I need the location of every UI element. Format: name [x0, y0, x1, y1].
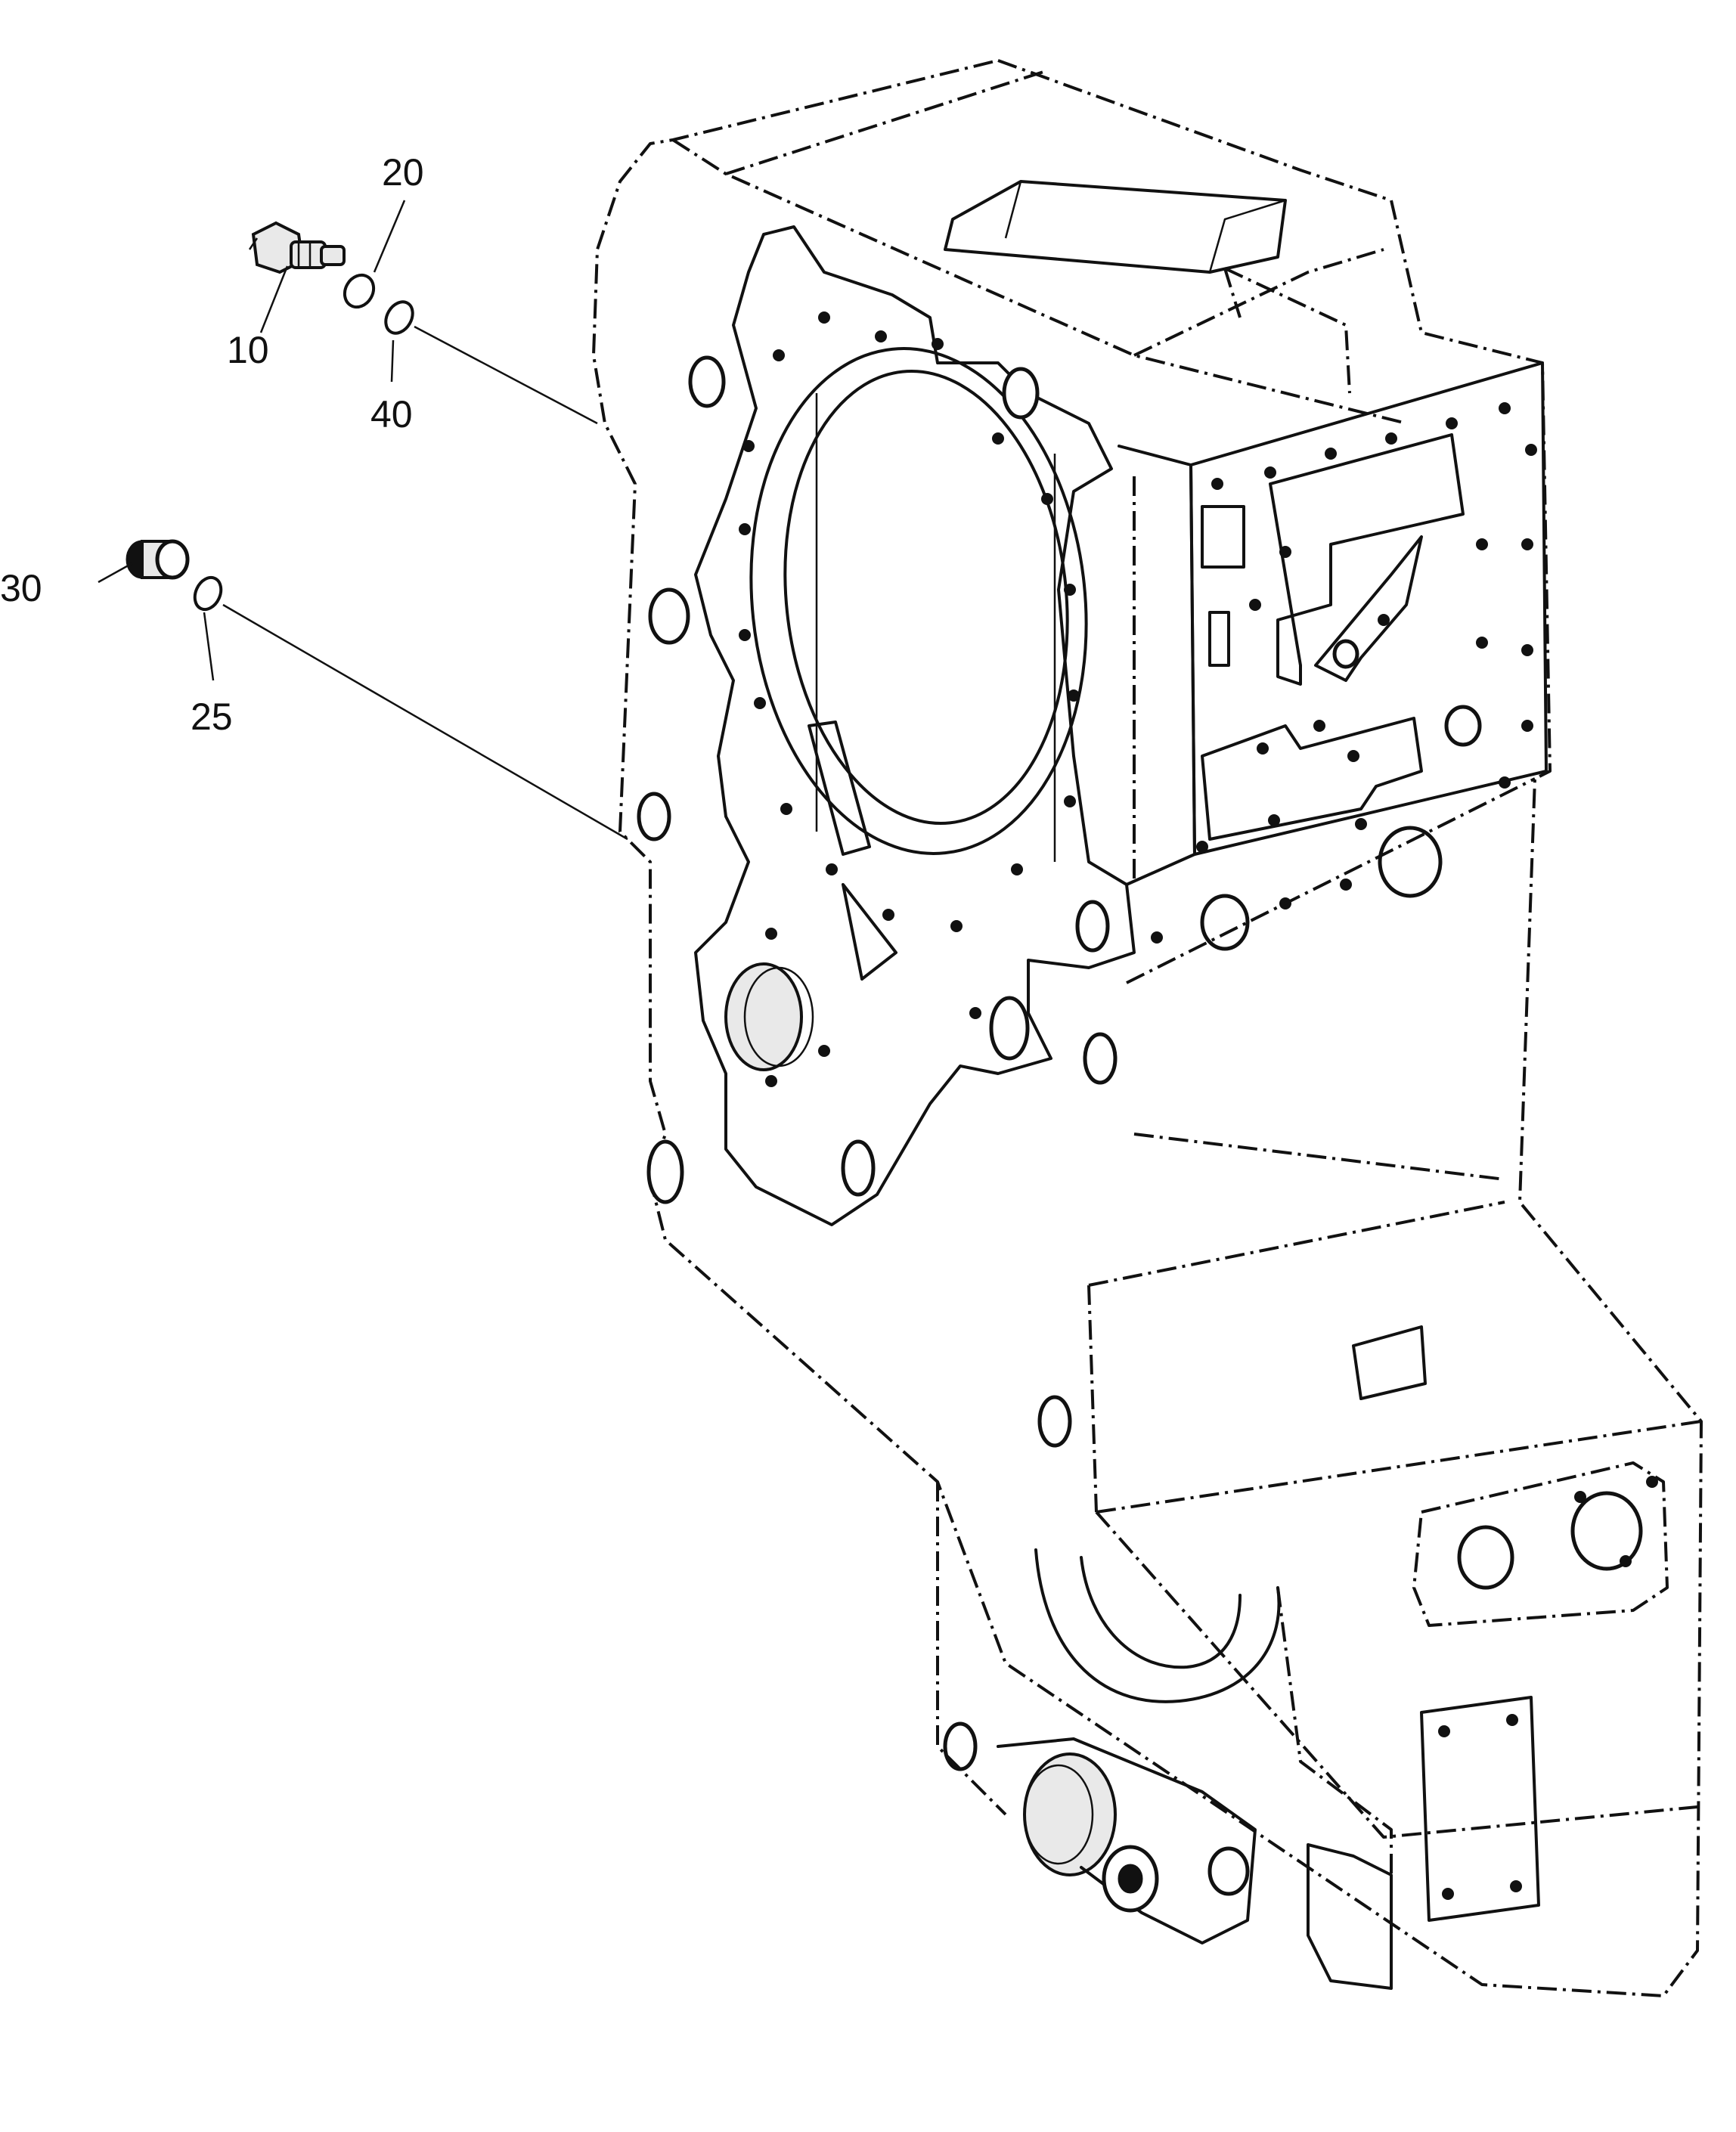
valve-channel-lever [1314, 535, 1423, 682]
shaft-spline-right [1570, 1491, 1643, 1571]
side-plate-edge [1118, 445, 1196, 886]
front-face-plate [694, 225, 1136, 1226]
housing-top-ridge [725, 70, 1384, 357]
boss-lower-front [841, 1139, 876, 1197]
side-plate-bolts [1151, 402, 1537, 944]
lower-fitting-body [997, 1737, 1257, 1945]
callout-labels: 10 20 40 30 25 [0, 151, 424, 738]
boss-top-left [688, 355, 726, 408]
side-port-large [1378, 826, 1443, 898]
lower-fitting-port-2 [1207, 1846, 1250, 1896]
valve-channel-lower [1201, 717, 1423, 841]
leader-40 [390, 339, 395, 383]
callout-30: 30 [0, 567, 42, 609]
side-port-lower [1200, 894, 1250, 951]
inspection-cover [1420, 1696, 1540, 1922]
boss-right-2 [1083, 1032, 1118, 1085]
o-ring-part-25 [193, 575, 223, 612]
lower-plug-cap [1023, 1752, 1117, 1876]
boss-top-right [1002, 367, 1040, 420]
assembly-line-25 [222, 603, 628, 841]
boss-right-1 [1075, 900, 1110, 953]
boss-bottom-1 [943, 1721, 978, 1771]
housing-top-face [671, 138, 1407, 425]
side-port-lever [1332, 639, 1359, 669]
housing-mid-step [1087, 777, 1536, 1513]
callout-20: 20 [382, 151, 424, 194]
transmission-housing [592, 59, 1703, 1997]
boss-mid-left [648, 587, 690, 645]
boss-bottom-left [646, 1139, 684, 1204]
boss-lower-left [637, 792, 671, 841]
callout-25: 25 [191, 696, 233, 738]
housing-top-block [1223, 267, 1351, 394]
callout-10: 10 [227, 329, 269, 371]
shaft-flange-plate [1412, 1461, 1669, 1627]
valve-pocket [1201, 505, 1245, 569]
plug-part-30 [126, 539, 190, 580]
callout-40: 40 [370, 393, 413, 435]
side-port-right [1444, 705, 1482, 747]
side-valve-plate [1189, 361, 1548, 856]
triangle-cutout [842, 883, 897, 981]
valve-slot [1208, 611, 1230, 667]
front-plate-bolts [739, 311, 1080, 1087]
exploded-parts [98, 200, 628, 841]
assembly-line-40 [414, 325, 598, 425]
shaft-spline-left [1457, 1525, 1514, 1590]
pressure-switch-part-10 [248, 221, 346, 274]
main-bore-inner [783, 370, 1069, 825]
lower-bracket [1307, 1843, 1393, 1990]
bore-slot [808, 720, 871, 856]
lower-arch [1034, 1548, 1281, 1703]
leader-10 [259, 265, 289, 333]
valve-channel-upper [1269, 433, 1465, 686]
main-bore-outer [749, 347, 1088, 855]
leader-30 [98, 562, 133, 584]
boss-bottom-front [989, 996, 1030, 1061]
top-opening [944, 180, 1287, 274]
o-ring-part-20 [343, 273, 376, 309]
lower-right-face [1095, 1420, 1702, 1839]
o-ring-part-40 [384, 300, 414, 335]
housing-outline [592, 59, 1703, 1997]
leader-20 [373, 200, 406, 273]
leader-25 [203, 612, 215, 681]
boss-right-3 [1037, 1395, 1072, 1448]
shaft-bore [724, 962, 803, 1071]
square-opening [1352, 1325, 1427, 1400]
